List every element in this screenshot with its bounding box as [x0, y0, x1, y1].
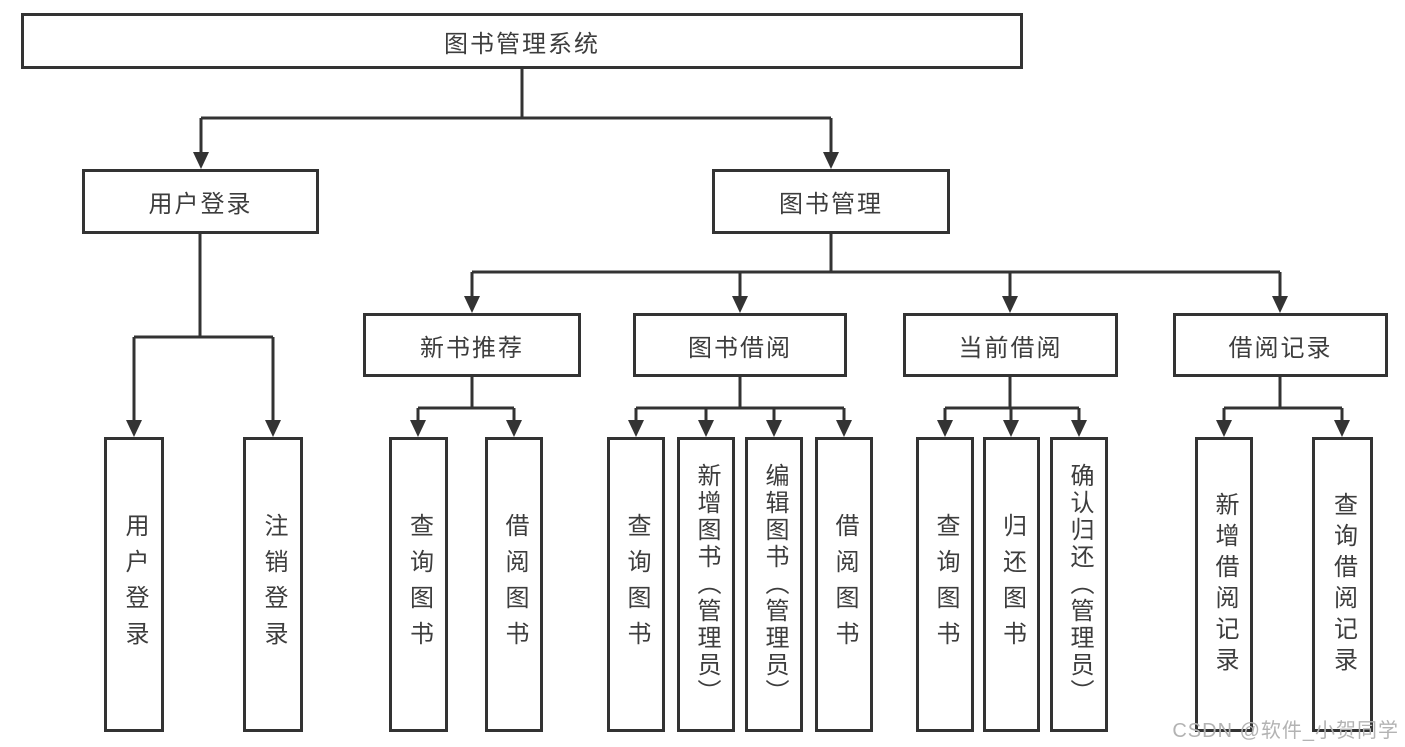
node-book-borrowing: 图书借阅: [633, 313, 847, 377]
node-leaf-query-books-borrowing: 查询图书: [607, 437, 665, 732]
leaf-label: 编辑图书（管理员）: [761, 463, 788, 706]
node-leaf-logout: 注销登录: [243, 437, 303, 732]
node-book-management: 图书管理: [712, 169, 950, 234]
node-leaf-edit-books-admin: 编辑图书（管理员）: [745, 437, 803, 732]
node-leaf-borrow-books-recommend: 借阅图书: [485, 437, 543, 732]
leaf-label: 查询图书: [932, 512, 959, 657]
node-leaf-query-books-recommend: 查询图书: [389, 437, 448, 732]
leaf-label: 归还图书: [998, 512, 1026, 657]
node-user-login: 用户登录: [82, 169, 319, 234]
leaf-label: 新增图书（管理员）: [693, 463, 720, 706]
leaf-label: 注销登录: [260, 512, 287, 657]
node-new-book-recommend: 新书推荐: [363, 313, 581, 377]
node-root-library-system: 图书管理系统: [21, 13, 1023, 69]
leaf-label: 借阅图书: [831, 512, 858, 657]
node-leaf-confirm-return-admin: 确认归还（管理员）: [1050, 437, 1108, 732]
node-leaf-query-borrow-record: 查询借阅记录: [1312, 437, 1373, 732]
csdn-watermark: CSDN @软件_小贺同学: [1172, 720, 1399, 742]
node-leaf-add-borrow-record: 新增借阅记录: [1195, 437, 1253, 732]
leaf-label: 查询图书: [623, 512, 650, 657]
leaf-label: 新增借阅记录: [1211, 491, 1238, 678]
leaf-label: 查询图书: [405, 512, 433, 657]
node-leaf-user-login: 用户登录: [104, 437, 164, 732]
leaf-label: 确认归还（管理员）: [1066, 463, 1093, 706]
node-borrow-records: 借阅记录: [1173, 313, 1388, 377]
node-leaf-add-books-admin: 新增图书（管理员）: [677, 437, 735, 732]
leaf-label: 查询借阅记录: [1329, 491, 1357, 678]
leaf-label: 借阅图书: [501, 512, 528, 657]
node-leaf-borrow-books: 借阅图书: [815, 437, 873, 732]
leaf-label: 用户登录: [121, 512, 148, 657]
node-current-borrowing: 当前借阅: [903, 313, 1118, 377]
node-leaf-return-books: 归还图书: [983, 437, 1040, 732]
node-leaf-query-books-current: 查询图书: [916, 437, 974, 732]
